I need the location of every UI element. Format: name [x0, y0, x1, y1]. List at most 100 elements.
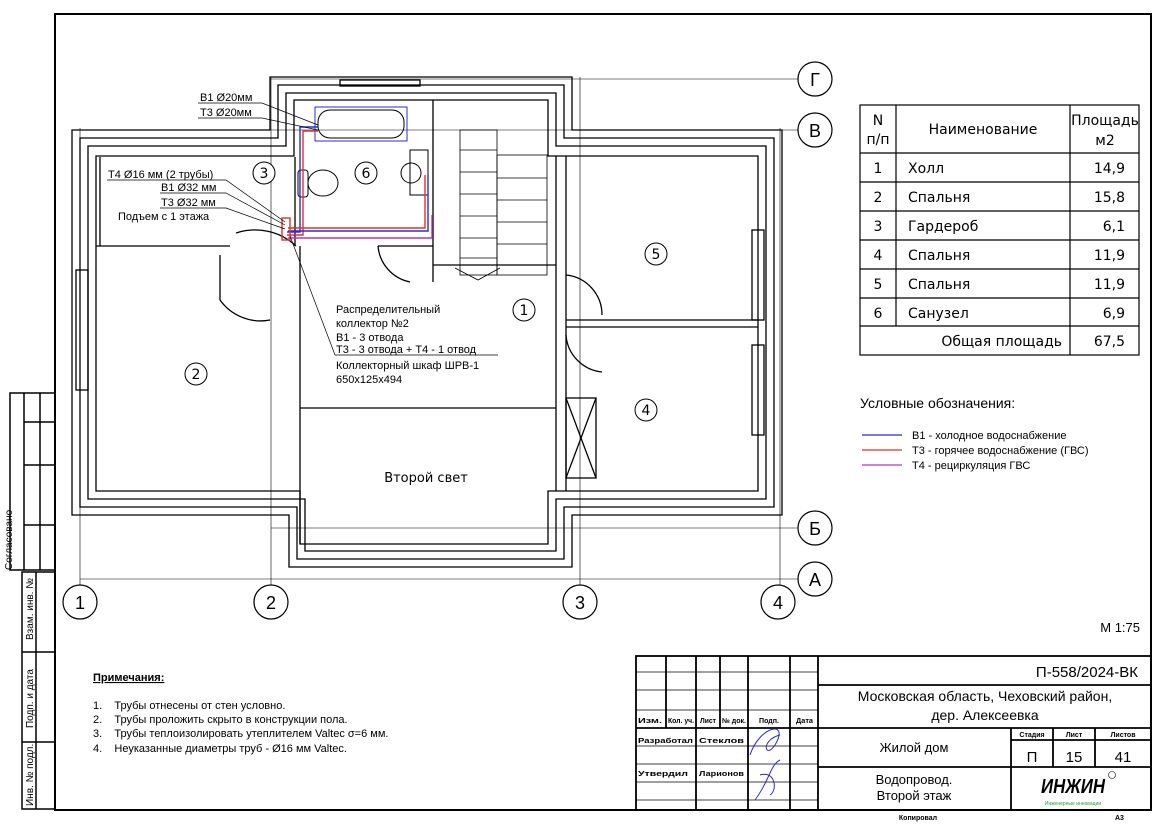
riser-callout-t3: Т3 Ø32 мм	[161, 197, 216, 209]
sheet-value: 15	[1066, 749, 1083, 766]
table-header-name: Наименование	[929, 122, 1038, 138]
room-number-3: 3	[260, 166, 269, 182]
bath-callout-t3: Т3 Ø20мм	[200, 107, 252, 119]
table-cell-name: Спальня	[908, 277, 970, 293]
table-header-n: N	[873, 113, 883, 129]
col-header-docnum: № док.	[722, 717, 746, 725]
collector-callout-4: Т3 - 3 отвода + Т4 - 1 отвод	[336, 344, 477, 356]
notes-title: Примечания:	[93, 672, 164, 684]
collector-callout-6: 650x125x494	[336, 374, 402, 386]
title-block	[635, 655, 1152, 811]
room-table	[859, 104, 1140, 356]
axis-label-b: Б	[809, 519, 821, 539]
staircase	[454, 129, 548, 281]
sign-date-label: Подп. и дата	[25, 669, 36, 728]
walls	[71, 76, 783, 568]
registered-mark-icon	[1108, 771, 1116, 779]
axis-label-2: 2	[266, 593, 276, 613]
table-header-m2: м2	[1095, 133, 1114, 149]
room-number-1: 1	[520, 303, 529, 319]
inv-orig-label: Инв. № подл.	[25, 744, 36, 806]
table-cell-name: Спальня	[908, 248, 970, 264]
legend-item-label: В1 - холодное водоснабжение	[912, 430, 1067, 442]
address-line-1: Московская область, Чеховский район,	[858, 688, 1112, 704]
signature	[749, 728, 781, 801]
second-light-label: Второй свет	[384, 471, 468, 486]
table-total-label: Общая площадь	[941, 334, 1062, 350]
col-header-count: Кол. уч.	[668, 718, 694, 725]
axis-lines	[79, 77, 798, 585]
table-cell-name: Холл	[908, 161, 944, 177]
riser-callout-b1: В1 Ø32 мм	[161, 182, 216, 194]
leader-lines	[107, 102, 498, 356]
collector-callout-1: Распределительный	[336, 304, 440, 316]
format-label: А3	[1115, 815, 1124, 822]
note-2: 2. Трубы проложить скрыто в конструкции …	[93, 714, 348, 726]
table-cell-area: 11,9	[1094, 248, 1125, 264]
note-3: 3. Трубы теплоизолировать утеплителем Va…	[93, 728, 388, 740]
name-approver: Ларионов	[699, 771, 745, 778]
collector-callout-3: В1 - 3 отвода	[336, 332, 404, 344]
table-cell-number: 5	[874, 277, 883, 293]
axis-label-4: 4	[773, 593, 783, 613]
room-number-4: 4	[642, 403, 651, 419]
legend-item-label: Т3 - горячее водоснабжение (ГВС)	[912, 445, 1089, 457]
table-cell-name: Санузел	[908, 306, 969, 322]
sheets-value: 41	[1115, 749, 1132, 766]
legend-title: Условные обозначения:	[860, 395, 1015, 411]
collector-callout-5: Коллекторный шкаф ШРВ-1	[336, 360, 479, 372]
axis-label-v: В	[809, 121, 821, 141]
col-header-date: Дата	[796, 718, 813, 725]
table-cell-name: Спальня	[908, 190, 970, 206]
room-number-2: 2	[192, 367, 201, 383]
role-developer: Разработал	[638, 737, 693, 745]
stage-value: П	[1027, 749, 1038, 766]
sheet-label: Лист	[1066, 732, 1083, 739]
axis-label-3: 3	[575, 593, 585, 613]
company-logo: ИНЖИН	[1041, 776, 1105, 798]
axis-label-a: А	[809, 570, 821, 590]
sheet-title-2: Второй этаж	[877, 788, 952, 803]
object-name: Жилой дом	[880, 740, 949, 755]
role-approver: Утвердил	[638, 771, 688, 778]
axis-label-g: Г	[810, 70, 820, 90]
riser-callout-t4: Т4 Ø16 мм (2 трубы)	[108, 169, 213, 181]
table-header-area: Площадь	[1071, 113, 1139, 129]
agreed-label: Согласовано	[4, 509, 15, 570]
note-1: 1. Трубы отнесены от стен условно.	[93, 700, 285, 712]
col-header-sheet: Лист	[700, 718, 717, 725]
note-4: 4. Неуказанные диаметры труб - Ø16 мм Va…	[93, 743, 347, 755]
sheets-label: Листов	[1110, 732, 1136, 739]
table-total-value: 67,5	[1094, 334, 1125, 350]
table-cell-area: 15,8	[1094, 190, 1125, 206]
table-cell-area: 14,9	[1094, 161, 1125, 177]
table-cell-area: 11,9	[1094, 277, 1125, 293]
project-code: П-558/2024-ВК	[1036, 664, 1138, 681]
table-cell-number: 2	[874, 190, 883, 206]
address-line-2: дер. Алексеевка	[931, 707, 1039, 723]
room-number-5: 5	[652, 247, 661, 263]
col-header-sign: Подп.	[759, 718, 779, 725]
copied-label: Копировал	[899, 815, 937, 822]
side-stamp	[9, 392, 56, 810]
company-tagline: Инженерные инновации	[1045, 801, 1101, 807]
table-cell-area: 6,1	[1103, 219, 1125, 235]
sheet-title-1: Водопровод.	[876, 772, 953, 787]
table-cell-number: 3	[874, 219, 883, 235]
riser-callout-rise: Подъем с 1 этажа	[118, 211, 210, 223]
stage-label: Стадия	[1019, 732, 1044, 739]
room-number-6: 6	[362, 166, 371, 182]
table-cell-name: Гардероб	[908, 219, 978, 235]
replace-inv-label: Взам. инв. №	[25, 578, 36, 640]
table-cell-number: 4	[874, 248, 883, 264]
room-markers	[184, 161, 668, 422]
legend-item-label: Т4 - рециркуляция ГВС	[912, 460, 1030, 472]
col-header-change: Изм.	[638, 718, 662, 725]
scale-label: М 1:75	[1100, 620, 1140, 635]
pipe-routes	[281, 126, 433, 241]
axis-markers	[62, 61, 833, 620]
collector-callout-2: коллектор №2	[336, 318, 409, 330]
axis-label-1: 1	[75, 593, 85, 613]
table-cell-number: 6	[874, 306, 883, 322]
